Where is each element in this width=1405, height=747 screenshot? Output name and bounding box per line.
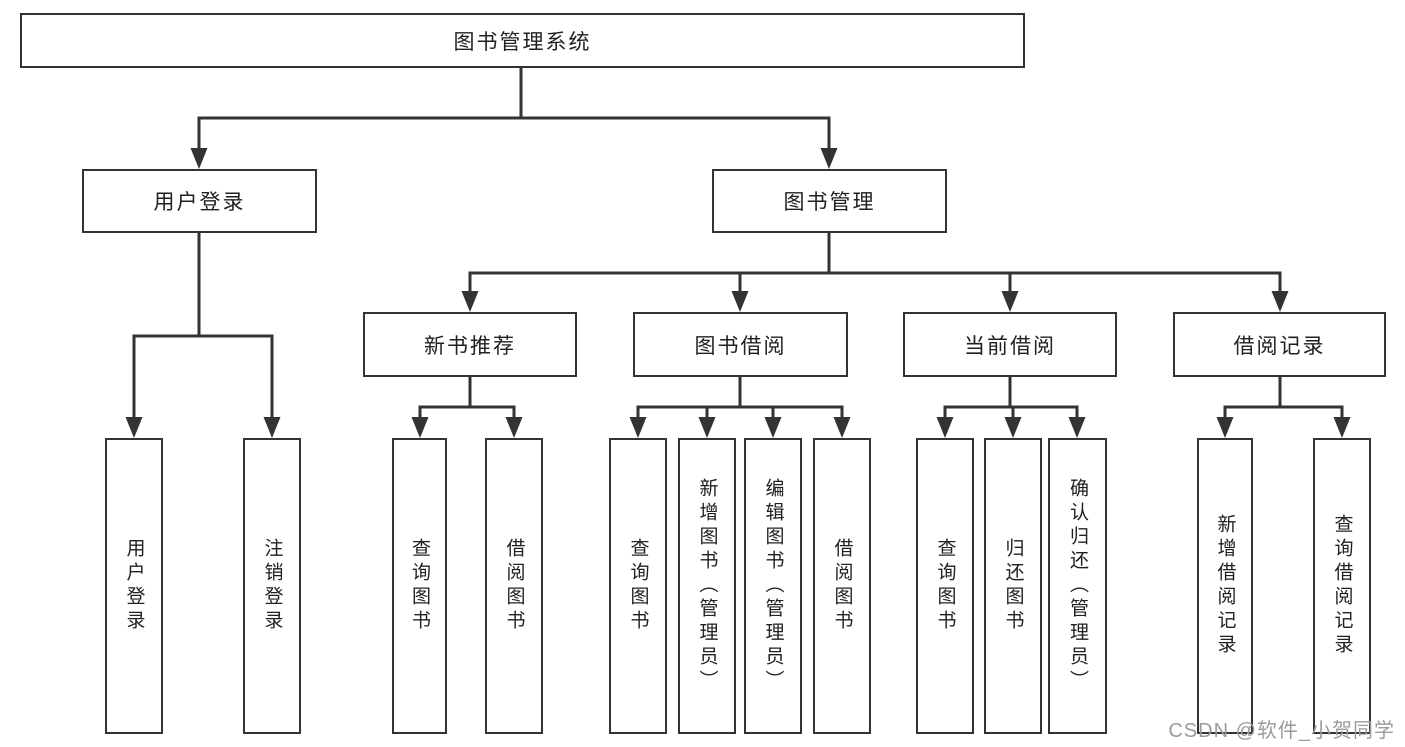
node-label: 查询图书 — [627, 538, 649, 634]
node-label: 查询图书 — [409, 538, 430, 634]
node-user-login: 用户登录 — [82, 169, 317, 233]
node-label: 借阅记录 — [1233, 334, 1326, 358]
node-label: 查询图书 — [934, 538, 956, 634]
leaf-confirm-return-admin: 确认归还（管理员） — [1048, 438, 1107, 734]
node-label: 确认归还（管理员） — [1067, 478, 1088, 694]
leaf-add-borrow-record: 新增借阅记录 — [1197, 438, 1253, 734]
node-label: 编辑图书（管理员） — [762, 478, 784, 694]
node-current-borrowing: 当前借阅 — [903, 312, 1117, 377]
node-book-management: 图书管理 — [712, 169, 947, 233]
node-label: 新增图书（管理员） — [696, 478, 718, 694]
leaf-query-books-current: 查询图书 — [916, 438, 974, 734]
node-label: 新书推荐 — [424, 334, 516, 358]
node-label: 图书借阅 — [694, 334, 787, 358]
node-library-management-system: 图书管理系统 — [20, 13, 1025, 68]
leaf-borrow-books: 借阅图书 — [813, 438, 871, 734]
node-label: 用户登录 — [153, 191, 246, 214]
node-label: 归还图书 — [1002, 538, 1024, 634]
node-label: 用户登录 — [123, 538, 145, 634]
node-label: 注销登录 — [261, 538, 283, 634]
node-label: 查询借阅记录 — [1331, 514, 1353, 658]
node-label: 借阅图书 — [831, 538, 853, 634]
leaf-logout: 注销登录 — [243, 438, 301, 734]
leaf-user-login: 用户登录 — [105, 438, 163, 734]
leaf-edit-books-admin: 编辑图书（管理员） — [744, 438, 802, 734]
node-label: 借阅图书 — [503, 538, 525, 634]
node-label: 新增借阅记录 — [1214, 514, 1236, 658]
leaf-query-borrow-record: 查询借阅记录 — [1313, 438, 1371, 734]
node-book-borrowing: 图书借阅 — [633, 312, 848, 377]
node-new-book-recommendation: 新书推荐 — [363, 312, 577, 377]
node-label: 图书管理系统 — [453, 30, 592, 54]
leaf-borrow-books-recommend: 借阅图书 — [485, 438, 543, 734]
leaf-query-books-recommend: 查询图书 — [392, 438, 447, 734]
watermark: CSDN @软件_小贺同学 — [1168, 720, 1395, 742]
node-label: 当前借阅 — [964, 334, 1056, 358]
leaf-query-books-borrowing: 查询图书 — [609, 438, 667, 734]
leaf-return-books: 归还图书 — [984, 438, 1042, 734]
node-label: 图书管理 — [783, 191, 876, 214]
node-borrowing-records: 借阅记录 — [1173, 312, 1386, 377]
leaf-add-books-admin: 新增图书（管理员） — [678, 438, 736, 734]
